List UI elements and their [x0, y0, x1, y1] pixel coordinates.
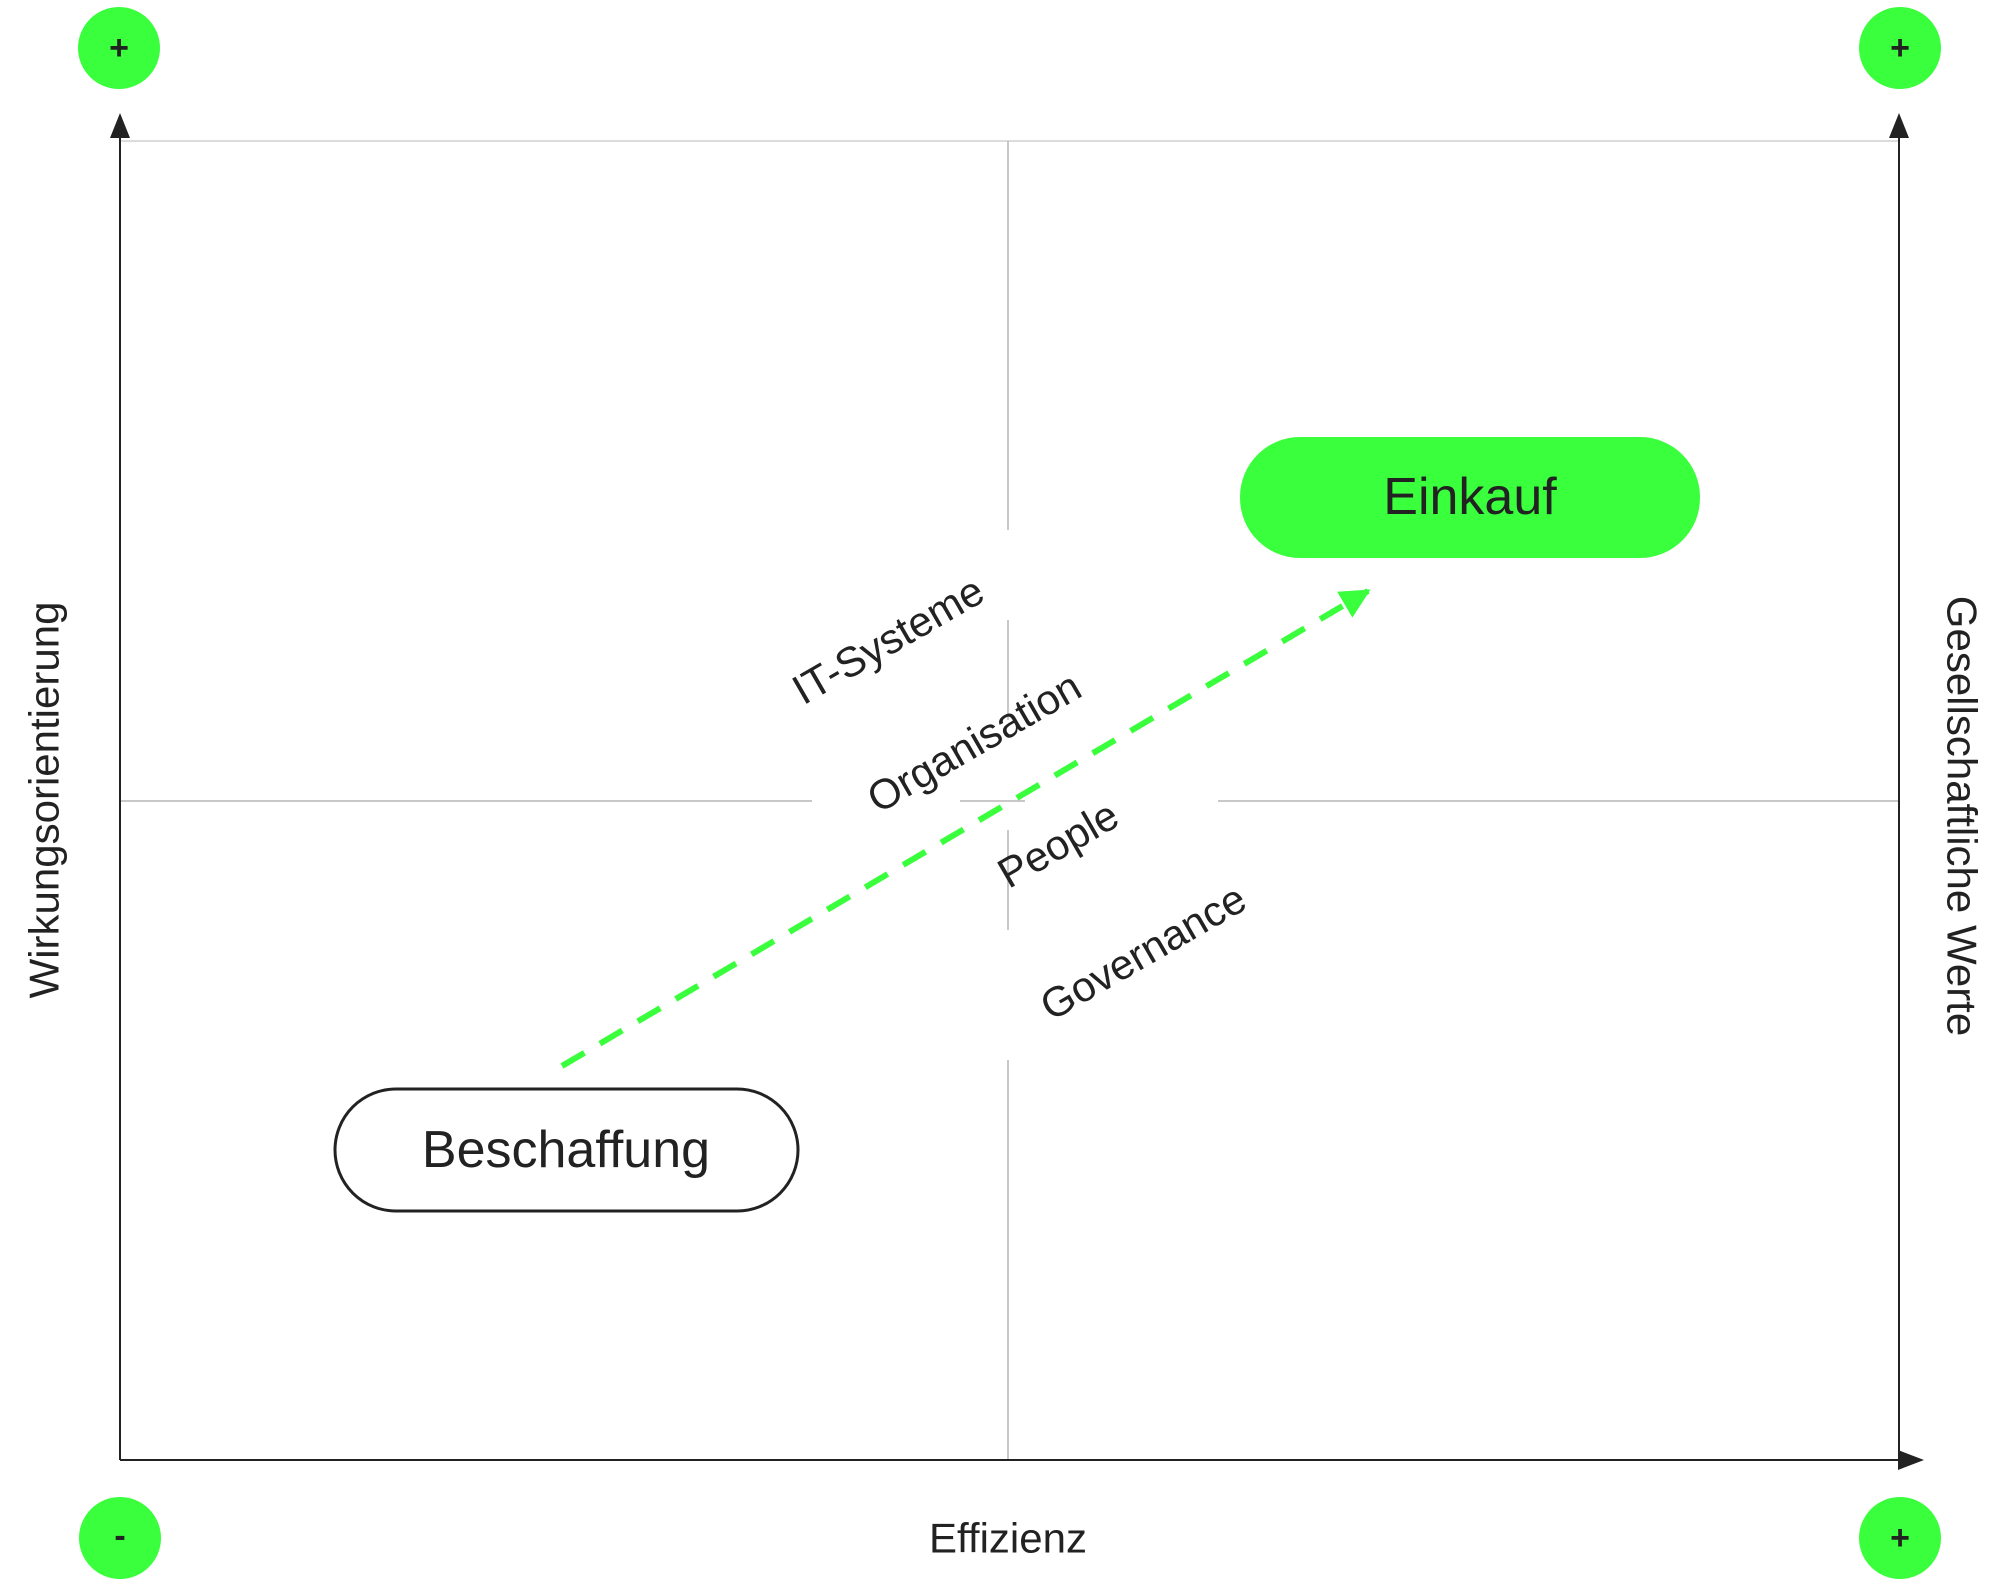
y-axis-left-arrow-icon	[110, 113, 130, 138]
x-axis-label: Effizienz	[929, 1515, 1087, 1562]
badge-bottom-left-label: -	[114, 1517, 125, 1555]
badge-top-left: +	[78, 7, 160, 89]
enabler-label-organisation: Organisation	[859, 662, 1089, 822]
badge-bottom-left: -	[79, 1497, 161, 1579]
y-axis-right-arrow-icon	[1889, 113, 1909, 138]
node-beschaffung: Beschaffung	[333, 1087, 800, 1213]
enabler-label-governance: Governance	[1032, 874, 1254, 1029]
node-einkauf: Einkauf	[1240, 437, 1700, 558]
badge-bottom-right: +	[1859, 1497, 1941, 1579]
badge-top-left-label: +	[109, 29, 129, 67]
badge-top-right: +	[1859, 7, 1941, 89]
y-axis-right-label: Gesellschaftliche Werte	[1939, 596, 1986, 1036]
badge-bottom-right-label: +	[1890, 1519, 1910, 1557]
enabler-label-people: People	[990, 791, 1127, 897]
node-einkauf-label: Einkauf	[1383, 468, 1557, 526]
node-beschaffung-label: Beschaffung	[422, 1121, 710, 1179]
x-axis-arrow-icon	[1898, 1450, 1924, 1470]
transformation-arrow	[560, 588, 1371, 1069]
badge-top-right-label: +	[1890, 29, 1910, 67]
enabler-label-it-systeme: IT-Systeme	[784, 567, 991, 714]
y-axis-left-label: Wirkungsorientierung	[21, 602, 68, 999]
